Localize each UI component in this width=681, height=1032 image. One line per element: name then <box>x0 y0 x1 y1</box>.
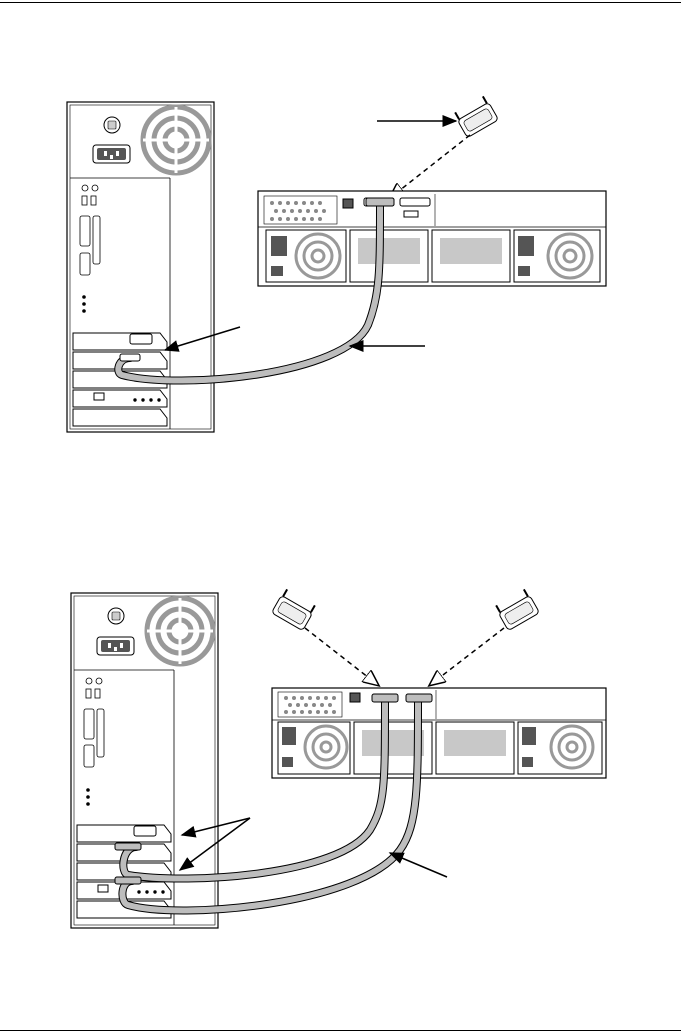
figure-dual-cable-drawing <box>0 585 681 945</box>
psu-fan-grille-icon <box>143 107 209 173</box>
terminator-plug <box>453 95 498 137</box>
footer-rule <box>0 1030 681 1031</box>
psu-fan-grille-icon <box>147 598 213 664</box>
power-socket-icon <box>97 637 134 655</box>
power-switch-icon <box>108 608 124 624</box>
storage-enclosure-rear <box>258 191 606 286</box>
callout-arrow-cable <box>390 853 447 877</box>
terminator-plug <box>494 588 539 630</box>
storage-enclosure-rear <box>272 688 606 778</box>
terminator-path-dashed <box>430 628 504 685</box>
figure-single-cable-drawing <box>0 90 681 470</box>
power-socket-icon <box>93 145 130 163</box>
header-rule <box>0 2 681 3</box>
terminator-path-dashed <box>305 628 378 685</box>
terminator-path-dashed <box>390 135 470 198</box>
power-switch-icon <box>104 117 120 133</box>
terminator-plug <box>271 588 316 630</box>
figure-dual-cable <box>0 585 681 945</box>
figure-single-cable <box>0 90 681 470</box>
